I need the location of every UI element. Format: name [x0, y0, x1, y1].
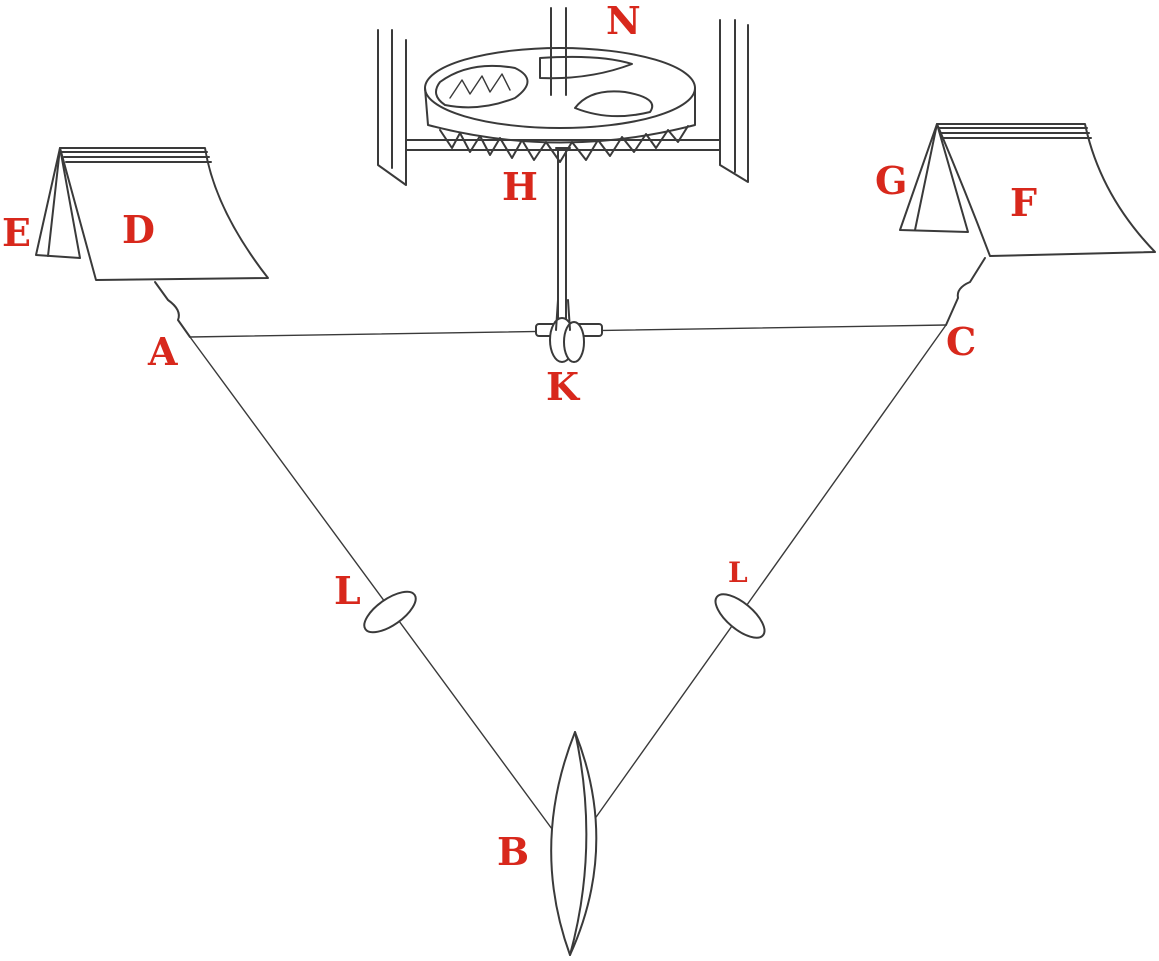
label-l-right: L	[728, 556, 748, 589]
clamp-k	[535, 299, 603, 363]
label-k: K	[546, 364, 581, 409]
label-b: B	[497, 829, 529, 874]
label-d: D	[122, 207, 155, 252]
lens-right	[714, 593, 766, 639]
label-h: H	[502, 164, 538, 209]
label-l-left: L	[334, 568, 361, 613]
label-e: E	[2, 210, 31, 255]
label-n: N	[606, 0, 641, 43]
label-c: C	[946, 319, 976, 364]
escapement-mechanism	[377, 7, 749, 321]
point-labels: N H E D G F A C K L L B	[2, 0, 1037, 874]
label-f: F	[1010, 180, 1037, 225]
label-g: G	[875, 158, 907, 203]
book-right	[899, 123, 1156, 326]
lens-b	[550, 731, 598, 956]
book-left	[35, 147, 269, 338]
lens-left	[363, 590, 417, 634]
label-a: A	[147, 329, 178, 374]
